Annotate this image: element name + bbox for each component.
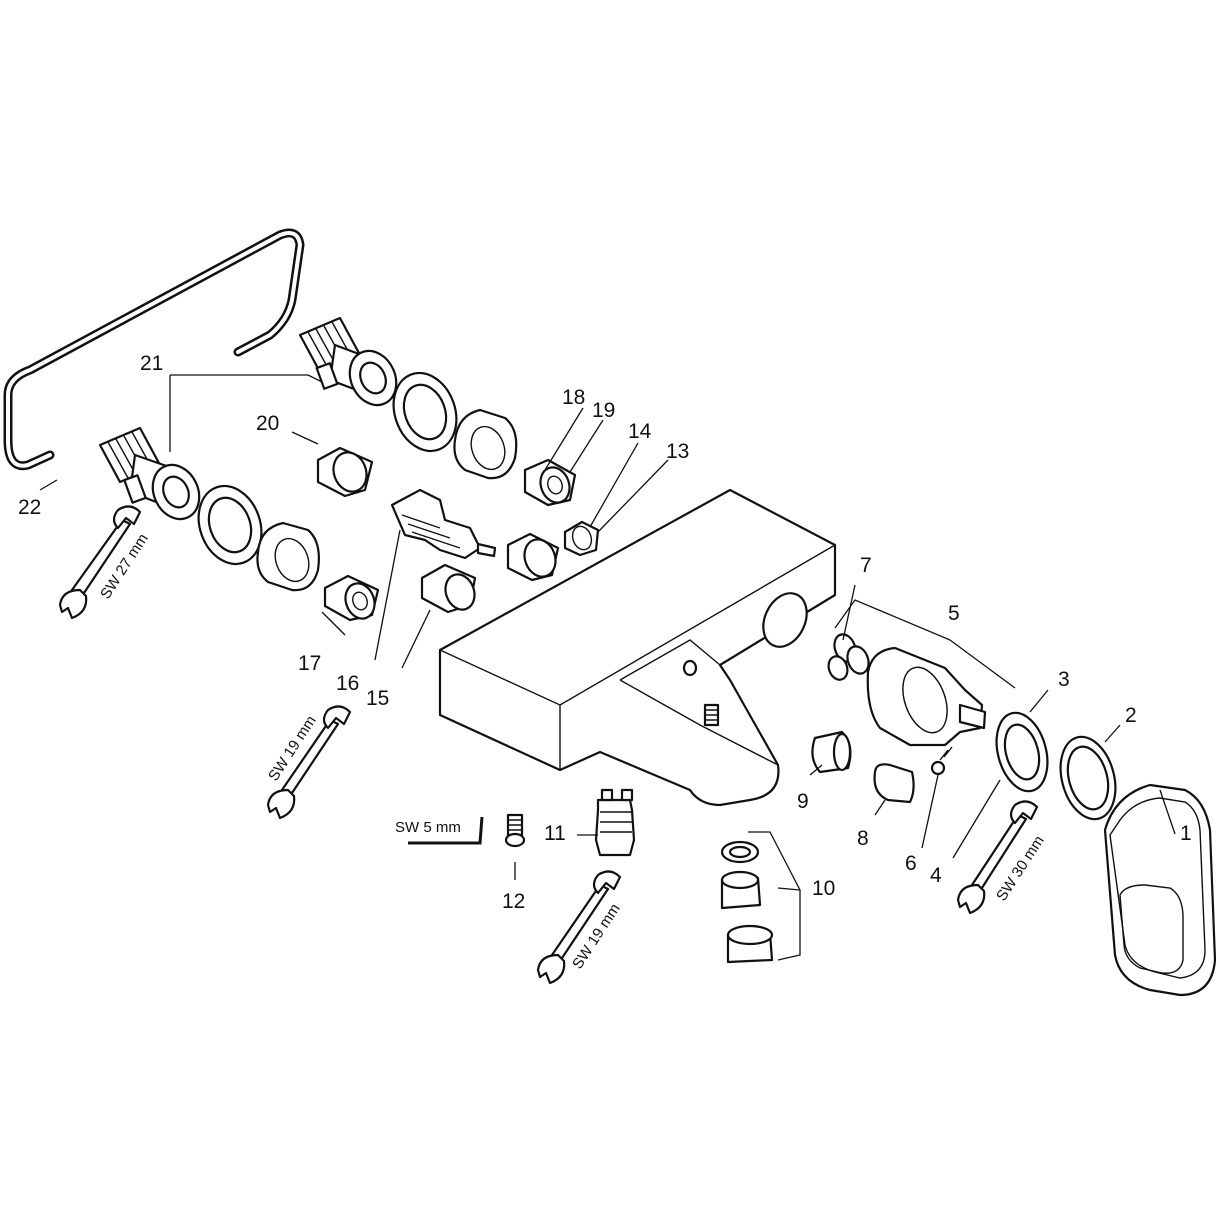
- part-7-o-rings: [827, 633, 870, 681]
- part-13-14-small-valve: [563, 520, 600, 557]
- label-21: 21: [140, 352, 163, 375]
- part-2-ring: [1059, 735, 1117, 821]
- label-10: 10: [812, 877, 835, 900]
- rosette-ring-lower: [197, 484, 263, 566]
- wrench-sw30: [956, 800, 1039, 915]
- label-11: 11: [544, 822, 566, 845]
- part-12-grub-screw: [504, 813, 526, 848]
- part-21-s-union-lower: [98, 426, 201, 521]
- wrench-sw19-left: [266, 705, 352, 820]
- rosette-cover-upper: [453, 408, 518, 480]
- allen-key-sw5: [408, 816, 484, 845]
- rosette-ring-upper: [392, 371, 458, 453]
- part-10-aerator-set: [720, 840, 774, 964]
- part-6-screw: [930, 746, 953, 776]
- part-11-housing: [594, 788, 636, 857]
- label-4: 4: [930, 864, 942, 887]
- label-17: 17: [298, 652, 321, 675]
- mixer-body: [438, 488, 837, 807]
- wrench-sw19-center: [536, 870, 622, 985]
- part-20-cap: [316, 446, 374, 498]
- label-7: 7: [860, 554, 872, 577]
- part-8-cap: [873, 763, 915, 804]
- label-1: 1: [1180, 822, 1192, 845]
- rosette-cover-lower: [256, 521, 320, 592]
- part-21-s-union-upper: [298, 316, 398, 407]
- label-15: 15: [366, 687, 389, 710]
- part-1-handle: [1103, 783, 1217, 997]
- label-13: 13: [666, 440, 689, 463]
- label-14: 14: [628, 420, 652, 443]
- wrench-label-sw27: SW 27 mm: [97, 531, 152, 602]
- part-18-19-check-valve: [523, 458, 577, 507]
- label-8: 8: [857, 827, 869, 850]
- label-3: 3: [1058, 668, 1070, 691]
- leader-lines: [39, 374, 1176, 961]
- label-12: 12: [502, 890, 525, 913]
- wrench-label-sw5: SW 5 mm: [395, 819, 461, 836]
- label-5: 5: [948, 602, 960, 625]
- label-16: 16: [336, 672, 359, 695]
- label-20: 20: [256, 412, 279, 435]
- part-15-fitting: [420, 563, 477, 614]
- label-18: 18: [562, 386, 585, 409]
- wrench-sw27: [58, 505, 142, 620]
- part-22-mounting-template: [3, 228, 305, 471]
- label-6: 6: [905, 852, 917, 875]
- part-16-cartridge: [390, 488, 497, 560]
- part-3-nut: [995, 711, 1049, 793]
- part-5-cartridge: [866, 646, 987, 747]
- label-22: 22: [18, 496, 41, 519]
- valve-body-center: [506, 532, 560, 582]
- label-9: 9: [797, 790, 809, 813]
- label-2: 2: [1125, 704, 1137, 727]
- part-9-sleeve: [811, 730, 852, 774]
- body-set-screw: [703, 703, 720, 727]
- label-19: 19: [592, 399, 615, 422]
- part-17-check-valve: [323, 574, 380, 622]
